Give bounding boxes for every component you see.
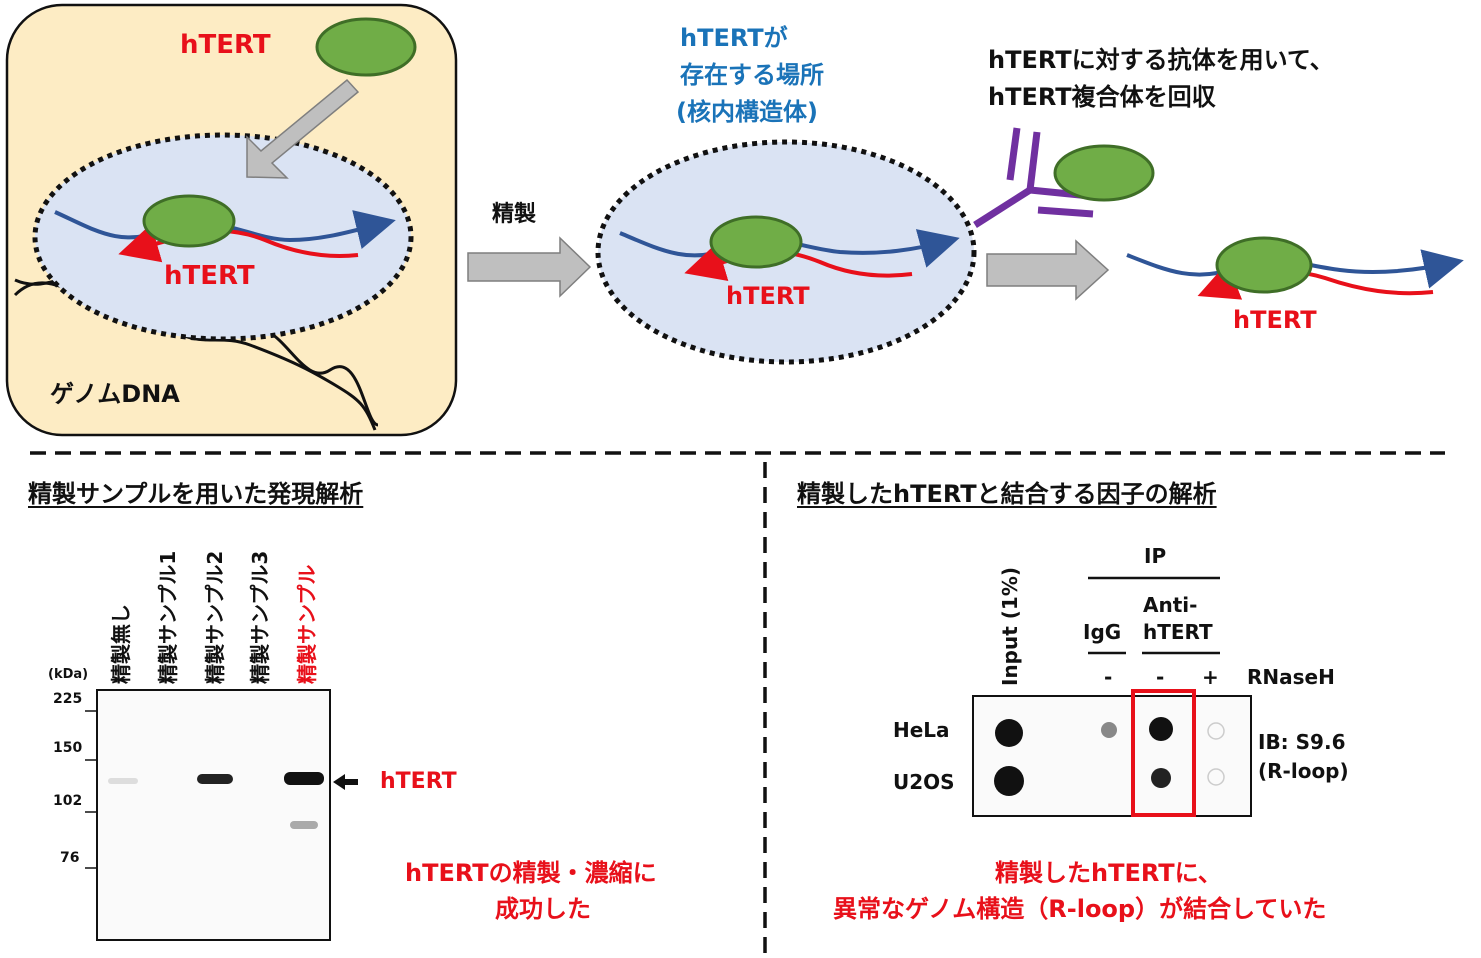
row-hela: HeLa: [893, 718, 950, 742]
nuclear-body-title-2: 存在する場所: [680, 61, 824, 89]
recovered-complex-label: hTERT: [1233, 306, 1317, 334]
htert-protein: [142, 194, 236, 248]
kda-label: (kDa): [48, 667, 89, 682]
dot-u2os-rnaseh: [1207, 768, 1225, 786]
free-htert-protein: [315, 17, 417, 77]
antibody-icon: [973, 127, 1094, 228]
htert-protein-captured: [1053, 144, 1155, 202]
minor-band-lane5: [290, 821, 318, 829]
faint-band-lane1: [108, 778, 138, 784]
antibody-title-2: hTERT複合体を回収: [988, 83, 1216, 111]
dot-blot-membrane: [972, 695, 1252, 817]
rnaseh-sign-igg: -: [1104, 665, 1113, 689]
ip-label: IP: [1144, 544, 1167, 568]
antibody-title-1: hTERTに対する抗体を用いて、: [988, 46, 1334, 74]
binding-panel-title: 精製したhTERTと結合する因子の解析: [797, 480, 1217, 508]
lane-label-1: 精製無し: [109, 604, 133, 684]
nuclear-body-complex-label: hTERT: [726, 282, 810, 310]
recover-arrow: [986, 239, 1110, 301]
marker-225: 225: [53, 691, 83, 707]
ib-label-2: (R-loop): [1258, 759, 1349, 783]
purify-arrow: [467, 236, 592, 298]
rnaseh-sign-anti: -: [1156, 665, 1165, 689]
dot-u2os-input: [994, 766, 1024, 796]
expression-conclusion-2: 成功した: [495, 895, 591, 923]
input-label: Input (1%): [998, 567, 1022, 686]
cell-htert-label: hTERT: [180, 30, 271, 60]
row-u2os: U2OS: [893, 770, 955, 794]
binding-conclusion-1: 精製したhTERTに、: [995, 859, 1222, 887]
highlight-box: [1131, 689, 1196, 817]
expression-panel-title: 精製サンプルを用いた発現解析: [28, 480, 364, 508]
dot-u2os-anti: [1151, 768, 1171, 788]
igg-label: IgG: [1083, 620, 1122, 644]
expression-conclusion-1: hTERTの精製・濃縮に: [405, 859, 657, 887]
dot-hela-rnaseh: [1207, 722, 1225, 740]
ib-label-1: IB: S9.6: [1258, 730, 1346, 754]
lane-label-3: 精製サンプル2: [203, 550, 227, 684]
htert-band-lane3: [197, 774, 233, 784]
band-arrow: [333, 774, 358, 790]
lane-label-4: 精製サンプル3: [248, 550, 272, 684]
rnaseh-sign-anti-plus: +: [1202, 665, 1219, 689]
anti-label-2: hTERT: [1143, 620, 1213, 644]
marker-ticks: [85, 710, 97, 869]
marker-150: 150: [53, 740, 83, 756]
marker-102: 102: [53, 793, 83, 809]
dot-hela-input: [995, 719, 1023, 747]
dot-hela-anti: [1149, 717, 1173, 741]
import-arrow: [246, 78, 360, 179]
lane-label-2: 精製サンプル1: [156, 550, 180, 684]
cell-complex-label: hTERT: [164, 261, 255, 291]
dot-hela-igg: [1101, 722, 1117, 738]
htert-protein-purified: [709, 215, 803, 269]
western-blot-membrane: [96, 689, 331, 941]
genome-dna-label: ゲノムDNA: [50, 380, 180, 408]
htert-band-lane5: [284, 772, 324, 785]
binding-conclusion-2: 異常なゲノム構造（R-loop）が結合していた: [833, 895, 1327, 923]
rnaseh-label: RNaseH: [1247, 665, 1335, 689]
lane-label-5: 精製サンプル: [295, 564, 319, 684]
htert-protein-recovered: [1215, 236, 1313, 294]
purify-label: 精製: [492, 202, 537, 227]
marker-76: 76: [60, 850, 80, 866]
anti-label-1: Anti-: [1143, 593, 1198, 617]
nuclear-body-title-1: hTERTが: [680, 24, 788, 52]
nuclear-body-title-3: (核内構造体): [676, 98, 818, 126]
band-htert-label: hTERT: [380, 769, 457, 794]
